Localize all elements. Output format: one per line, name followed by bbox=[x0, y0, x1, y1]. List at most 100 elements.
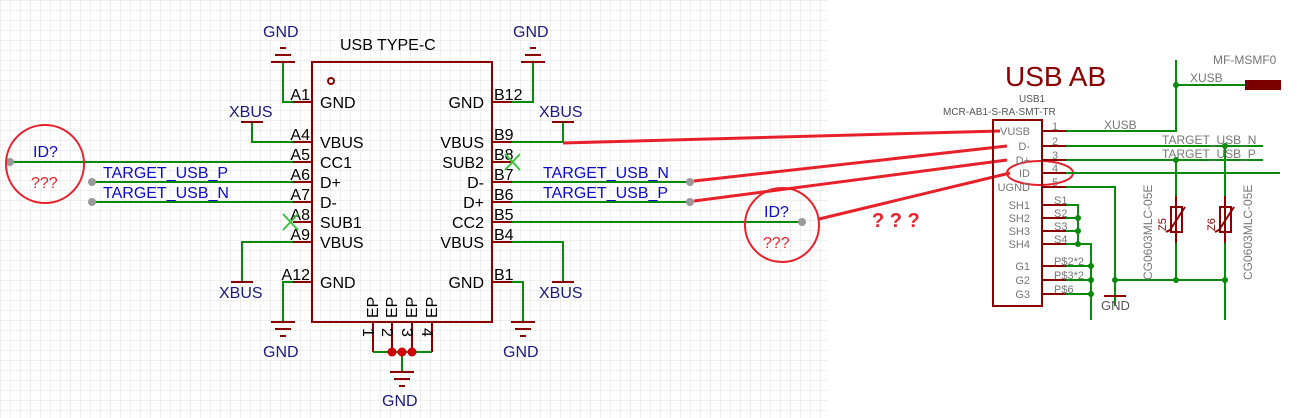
pin-number: A1 bbox=[290, 87, 310, 104]
typec-body bbox=[311, 61, 493, 323]
z6-part: CG0603MLC-05E bbox=[1241, 185, 1255, 280]
pin-number: 2 bbox=[1052, 136, 1058, 148]
usbab-body bbox=[992, 119, 1043, 307]
net-label-target-usb-p: TARGET_USB_P bbox=[103, 165, 228, 182]
pin1-marker bbox=[327, 77, 335, 85]
pin-number: B8 bbox=[494, 147, 514, 164]
usbab-ref: USB1 bbox=[1019, 94, 1046, 105]
net-label-xusb: XUSB bbox=[1190, 71, 1223, 85]
gnd-label: GND bbox=[263, 344, 299, 361]
gnd-symbols: GND GND GND GND GND bbox=[263, 24, 549, 410]
pin-number: S3 bbox=[1054, 221, 1067, 233]
annotation-id-left: ID? ??? bbox=[5, 124, 85, 204]
pin-name: VBUS bbox=[320, 135, 364, 152]
pin-number: A4 bbox=[290, 127, 310, 144]
pin-name: G3 bbox=[1015, 289, 1030, 301]
ep-num-1: 1 bbox=[359, 328, 376, 337]
xbus-label: XBUS bbox=[539, 104, 583, 121]
pin-number: 1 bbox=[1052, 121, 1058, 133]
ep-label-1: EP bbox=[365, 297, 382, 318]
pin-name: SH3 bbox=[1009, 226, 1030, 238]
pin-name: D- bbox=[467, 175, 484, 192]
pin-number: A7 bbox=[290, 187, 310, 204]
net-labels: TARGET_USB_P TARGET_USB_N TARGET_USB_N T… bbox=[103, 165, 669, 202]
pin-number: A8 bbox=[290, 207, 310, 224]
id-question: ID? bbox=[33, 144, 58, 161]
pin-name: GND bbox=[320, 275, 356, 292]
pin-number: 3 bbox=[1052, 150, 1058, 162]
big-question-marks: ? ? ? bbox=[872, 210, 920, 232]
ep-num-2: 2 bbox=[378, 328, 395, 337]
id-question: ID? bbox=[764, 204, 789, 221]
pin-number: B12 bbox=[494, 87, 523, 104]
usbab-part: MCR-AB1-S-RA-SMT-TR bbox=[943, 107, 1056, 118]
xbus-label: XBUS bbox=[539, 285, 583, 302]
pin-name: ID bbox=[1019, 168, 1030, 180]
ep-label-4: EP bbox=[424, 297, 441, 318]
fuse-label: MF-MSMF0 bbox=[1213, 53, 1277, 67]
pin-number: S2 bbox=[1054, 208, 1067, 220]
ep-label-3: EP bbox=[404, 297, 421, 318]
z5-part: CG0603MLC-05E bbox=[1141, 185, 1155, 280]
ep-num-4: 4 bbox=[418, 328, 435, 337]
ep-num-3: 3 bbox=[398, 328, 415, 337]
usb-ab-connector[interactable]: USB AB USB1 MCR-AB1-S-RA-SMT-TR 1VUSB2D-… bbox=[943, 61, 1106, 307]
net-label-target-usb-n: TARGET_USB_N bbox=[543, 165, 669, 182]
xbus-symbols: XBUS XBUS XBUS XBUS bbox=[219, 104, 583, 302]
pin-number: 4 bbox=[1052, 163, 1058, 175]
pin-name: SH1 bbox=[1009, 200, 1030, 212]
wire-endpoints[interactable] bbox=[6, 158, 806, 226]
net-label-xusb: XUSB bbox=[1104, 118, 1137, 132]
annotation-id-right: ID? ??? ? ? ? bbox=[744, 187, 920, 263]
no-connect-marks bbox=[282, 153, 521, 231]
tvs-z6: Z6 CG0603MLC-05E bbox=[1206, 185, 1255, 280]
net-label-target-usb-p: TARGET_USB_P bbox=[1162, 147, 1256, 161]
net-label-target-usb-n: TARGET_USB_N bbox=[1162, 133, 1256, 147]
pin-number: A5 bbox=[290, 147, 310, 164]
pin-name: SUB1 bbox=[320, 215, 362, 232]
pin-name: SH4 bbox=[1009, 239, 1030, 251]
gnd-label: GND bbox=[513, 24, 549, 41]
unknown-marks: ??? bbox=[31, 175, 58, 192]
gnd-label: GND bbox=[382, 393, 418, 410]
pin-number: B4 bbox=[494, 227, 514, 244]
pin-number: A12 bbox=[282, 267, 311, 284]
pin-name: D+ bbox=[320, 175, 341, 192]
pin-number: B6 bbox=[494, 187, 514, 204]
unknown-marks: ??? bbox=[763, 235, 790, 252]
pin-number: S1 bbox=[1054, 195, 1067, 207]
pin-number: A9 bbox=[290, 227, 310, 244]
pin-name: CC2 bbox=[452, 215, 484, 232]
xbus-label: XBUS bbox=[219, 285, 263, 302]
pin-name: SH2 bbox=[1009, 213, 1030, 225]
usbab-net-labels: XUSB TARGET_USB_N TARGET_USB_P XUSB MF-M… bbox=[1104, 53, 1277, 161]
z5-ref: Z5 bbox=[1157, 218, 1169, 231]
pin-name: D+ bbox=[1016, 155, 1030, 167]
pin-number: A6 bbox=[290, 167, 310, 184]
usbab-title: USB AB bbox=[1005, 61, 1106, 92]
pin-name: D+ bbox=[463, 195, 484, 212]
pin-name: SUB2 bbox=[442, 155, 484, 172]
net-label-target-usb-n: TARGET_USB_N bbox=[103, 185, 229, 202]
pin-name: VBUS bbox=[320, 235, 364, 252]
pin-name: VBUS bbox=[440, 235, 484, 252]
pin-name: GND bbox=[448, 275, 484, 292]
pin-number: B5 bbox=[494, 207, 514, 224]
usbab-wires: GND bbox=[1066, 60, 1280, 320]
gnd-label: GND bbox=[503, 344, 539, 361]
fuse-symbol bbox=[1245, 80, 1281, 90]
pin-name: G1 bbox=[1015, 261, 1030, 273]
pin-name: GND bbox=[320, 95, 356, 112]
ep-label-2: EP bbox=[384, 297, 401, 318]
pin-name: GND bbox=[448, 95, 484, 112]
pin-name: VUSB bbox=[1000, 126, 1030, 138]
pin-number: 5 bbox=[1052, 177, 1058, 189]
pin-number: B7 bbox=[494, 167, 514, 184]
pin-number: B9 bbox=[494, 127, 514, 144]
pin-name: UGND bbox=[998, 182, 1030, 194]
pin-name: G2 bbox=[1015, 275, 1030, 287]
pin-name: VBUS bbox=[440, 135, 484, 152]
